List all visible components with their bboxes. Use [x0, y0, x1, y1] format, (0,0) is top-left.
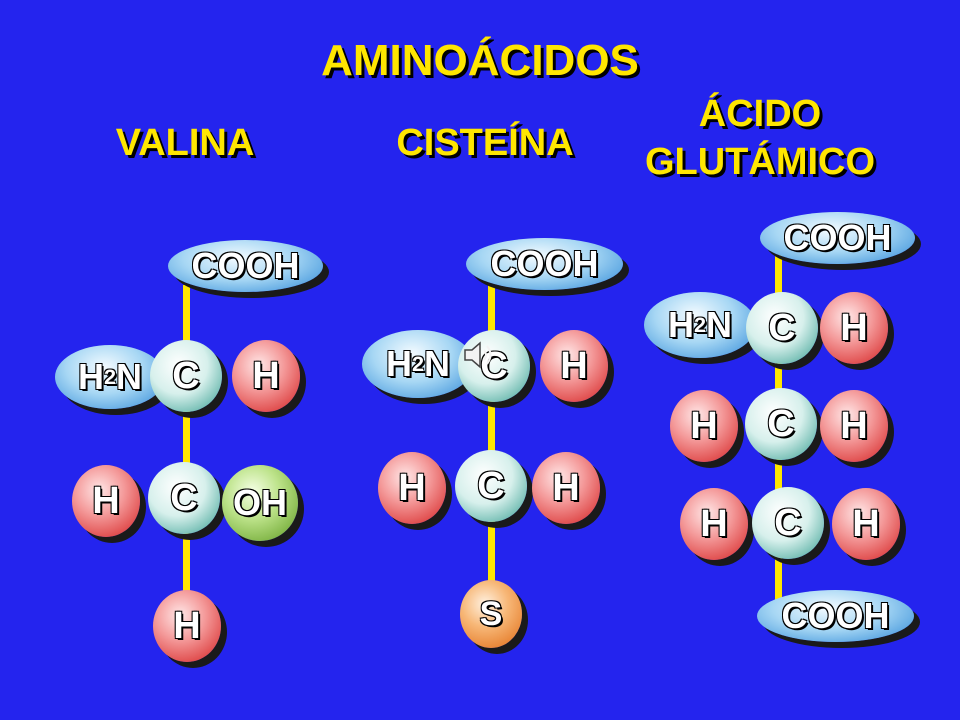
acido-glutamico-title-line2: GLUTÁMICO	[644, 141, 876, 183]
glutamico-carbon-alpha: C	[746, 292, 818, 364]
glutamico-carbon-gamma: C	[752, 487, 824, 559]
glutamico-cooh-bottom: COOH	[757, 590, 914, 642]
valina-title: VALINA	[115, 122, 255, 164]
valina-h-alpha: H	[232, 340, 300, 412]
valina-h-bottom: H	[153, 590, 221, 662]
cisteina-h-left: H	[378, 452, 446, 524]
glutamico-cooh-top: COOH	[760, 212, 915, 264]
glutamico-h-right-2: H	[832, 488, 900, 560]
cisteina-bond	[488, 285, 495, 595]
valina-oh: OH	[222, 465, 298, 541]
valina-bond	[183, 285, 190, 605]
valina-carbon-beta: C	[148, 462, 220, 534]
glutamico-h-right-1: H	[820, 390, 888, 462]
cisteina-cooh: COOH	[466, 238, 623, 290]
valina-h-left: H	[72, 465, 140, 537]
cisteina-h-alpha: H	[540, 330, 608, 402]
valina-carbon-alpha: C	[150, 340, 222, 412]
speaker-icon[interactable]	[463, 340, 497, 370]
cisteina-title: CISTEÍNA	[396, 122, 574, 164]
acido-glutamico-title-line1: ÁCIDO	[698, 93, 822, 135]
valina-cooh: COOH	[168, 240, 323, 292]
cisteina-s: S	[460, 580, 522, 648]
glutamico-h-left-1: H	[670, 390, 738, 462]
glutamico-h-alpha: H	[820, 292, 888, 364]
glutamico-carbon-beta: C	[745, 388, 817, 460]
cisteina-carbon-beta: C	[455, 450, 527, 522]
cisteina-carbon-alpha: C	[458, 330, 530, 402]
acido-glutamico-title: ÁCIDO GLUTÁMICO	[620, 90, 900, 186]
main-title: AMINOÁCIDOS	[321, 36, 639, 85]
cisteina-h-right: H	[532, 452, 600, 524]
glutamico-h-left-2: H	[680, 488, 748, 560]
